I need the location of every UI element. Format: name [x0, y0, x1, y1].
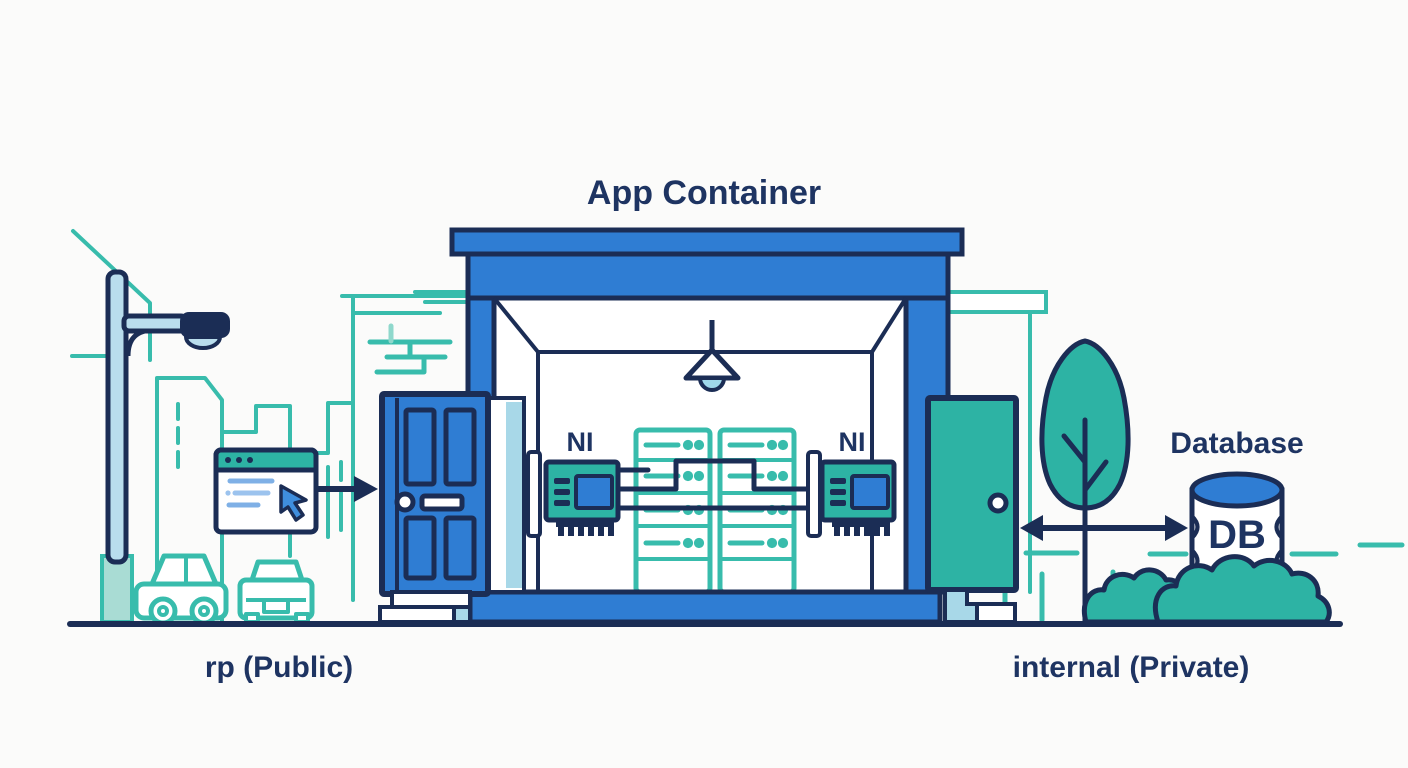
nic-wires — [615, 458, 813, 511]
roof — [449, 227, 965, 257]
private-network-label: internal (Private) — [1013, 651, 1250, 684]
car-front-icon — [237, 559, 315, 624]
letterbox — [419, 493, 465, 512]
browser-window-icon — [213, 447, 319, 535]
diagram-title: App Container — [587, 174, 821, 212]
signpost-icon — [944, 290, 1048, 594]
street-lamp-icon — [100, 269, 230, 624]
ceiling-lamp-icon — [683, 320, 741, 392]
public-door-icon — [378, 391, 526, 624]
car-side-icon — [133, 553, 229, 626]
nic-right-label: NI — [839, 427, 866, 457]
nic-card-right-icon — [806, 450, 897, 538]
double-arrow-icon — [1020, 515, 1188, 541]
arrow-right-icon — [318, 476, 378, 502]
public-network-label: rp (Public) — [205, 651, 353, 684]
cursor-icon — [279, 484, 308, 522]
private-door-icon — [925, 395, 1019, 624]
nic-left-label: NI — [567, 427, 594, 457]
app-container-building — [449, 227, 965, 625]
tree-icon — [1039, 338, 1131, 625]
door-knob — [394, 491, 416, 513]
header-band — [465, 251, 951, 301]
bush-icon-large — [1152, 554, 1332, 625]
wall-bricks — [367, 323, 453, 375]
nic-card-left-icon — [526, 450, 621, 538]
door-knob — [987, 492, 1009, 514]
skyline-center — [316, 294, 470, 602]
floor-band — [467, 589, 943, 625]
database-label: Database — [1170, 427, 1303, 460]
db-badge-label: DB — [1208, 513, 1266, 557]
